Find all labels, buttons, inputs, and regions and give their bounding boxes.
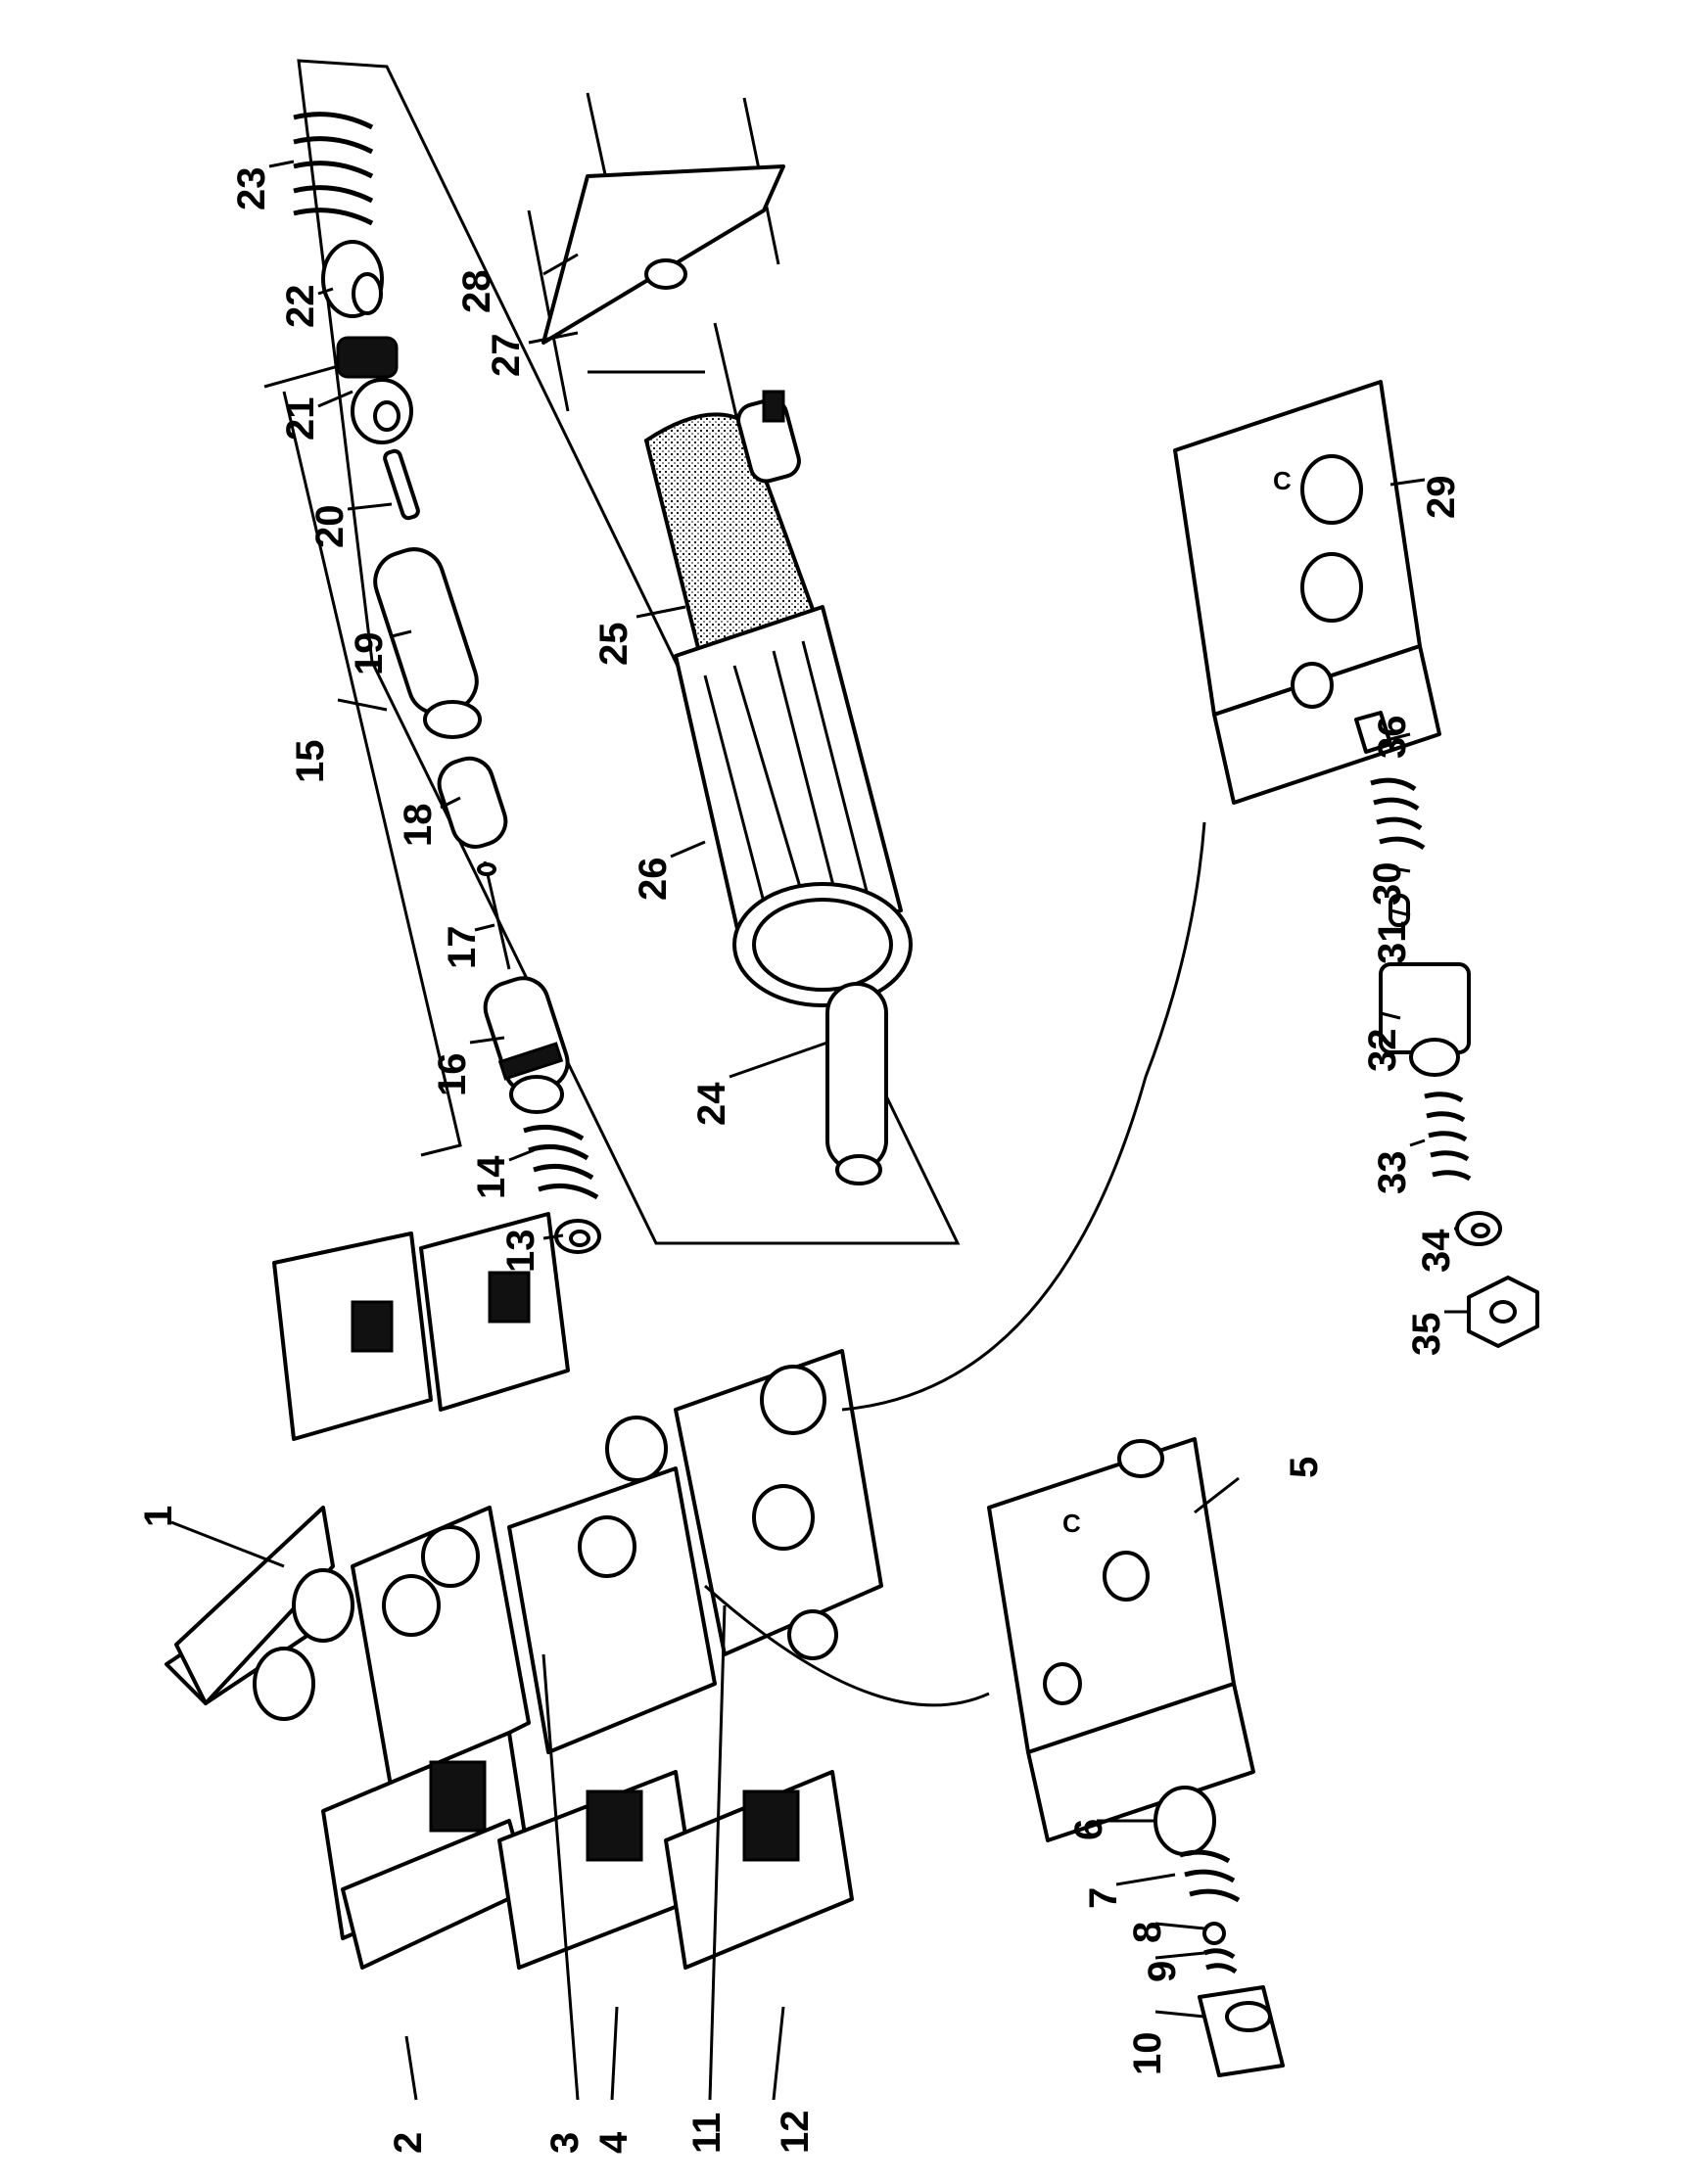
- spring-9: [1203, 1948, 1238, 1975]
- ball-8: [1202, 1922, 1226, 1945]
- section-3-caps: [272, 1212, 570, 1441]
- seat-21: [336, 336, 413, 444]
- callout-7: 7: [1082, 1887, 1125, 1909]
- callout-31: 31: [1371, 921, 1414, 965]
- washer-34: [1455, 1211, 1502, 1246]
- callout-34: 34: [1415, 1229, 1458, 1273]
- callout-28: 28: [455, 270, 498, 314]
- cap-22: [321, 240, 384, 318]
- nut-35: [1467, 1276, 1539, 1348]
- callout-16: 16: [431, 1053, 474, 1097]
- core-24: [825, 982, 888, 1185]
- callout-18: 18: [397, 804, 440, 848]
- pilot-group-bracket: [282, 391, 462, 1157]
- callout-10: 10: [1126, 2032, 1169, 2076]
- callout-9: 9: [1141, 1961, 1184, 1982]
- rod-17: [477, 860, 511, 970]
- callout-23: 23: [230, 167, 273, 211]
- mounting-bracket-1: [165, 1506, 354, 1721]
- valve-section-12: [664, 1349, 883, 1970]
- sleeve-19: [373, 547, 482, 739]
- callout-30: 30: [1366, 862, 1409, 906]
- callout-2: 2: [387, 2132, 430, 2154]
- callout-4: 4: [592, 2131, 636, 2154]
- block-5: C: [987, 1437, 1255, 1842]
- callout-12: 12: [774, 2111, 817, 2155]
- spring-30: [1370, 777, 1426, 851]
- callout-17: 17: [441, 926, 484, 970]
- callout-22: 22: [279, 285, 322, 329]
- spring-33: [1424, 1092, 1472, 1182]
- solenoid-group-frame: [297, 59, 961, 1245]
- callout-19: 19: [348, 632, 391, 676]
- callout-14: 14: [470, 1155, 513, 1199]
- block-29: C: [1173, 380, 1441, 805]
- spring-23: [293, 112, 374, 226]
- callout-36: 36: [1371, 716, 1414, 760]
- spring-14: [523, 1124, 599, 1200]
- fitting-32: [1379, 962, 1471, 1077]
- callout-24: 24: [690, 1082, 733, 1126]
- callout-33: 33: [1371, 1151, 1414, 1195]
- coil-body-26: [674, 605, 913, 1007]
- callout-26: 26: [632, 858, 675, 902]
- callout-labels: 1 2 3 4 5 6 7 8 9 10 11 12 13 14 15 16 1…: [137, 167, 1463, 2155]
- spring-7: [1179, 1849, 1241, 1903]
- coil-shell-25: [643, 390, 825, 679]
- leader-lines: [170, 160, 1469, 2101]
- mounting-plate-27: [541, 164, 785, 374]
- valve-section-2: [321, 1506, 531, 1970]
- port-mark-c-2: C: [1273, 466, 1292, 495]
- guide-16: [483, 976, 570, 1114]
- plug-10: [1198, 1985, 1285, 2077]
- callout-5: 5: [1283, 1457, 1326, 1478]
- callout-27: 27: [485, 334, 528, 378]
- callout-20: 20: [308, 505, 352, 549]
- callout-32: 32: [1361, 1029, 1404, 1073]
- callout-15: 15: [289, 740, 332, 784]
- callout-21: 21: [279, 397, 322, 441]
- callout-6: 6: [1067, 1819, 1110, 1840]
- plunger-18: [437, 756, 508, 849]
- washer-13: [554, 1219, 601, 1254]
- callout-8: 8: [1126, 1922, 1169, 1943]
- callout-29: 29: [1420, 476, 1463, 520]
- hose-lower: [704, 1584, 990, 1707]
- callout-35: 35: [1405, 1313, 1448, 1357]
- port-mark-c: C: [1062, 1509, 1081, 1538]
- cap-6: [1154, 1786, 1216, 1856]
- callout-13: 13: [499, 1230, 542, 1274]
- callout-11: 11: [685, 2113, 729, 2154]
- hose-main: [841, 821, 1206, 1412]
- valve-36: [1354, 711, 1392, 754]
- pin-20: [383, 448, 420, 521]
- callout-3: 3: [543, 2132, 587, 2154]
- callout-25: 25: [592, 623, 636, 667]
- valve-section-4: [497, 1416, 717, 1970]
- callout-1: 1: [137, 1506, 180, 1527]
